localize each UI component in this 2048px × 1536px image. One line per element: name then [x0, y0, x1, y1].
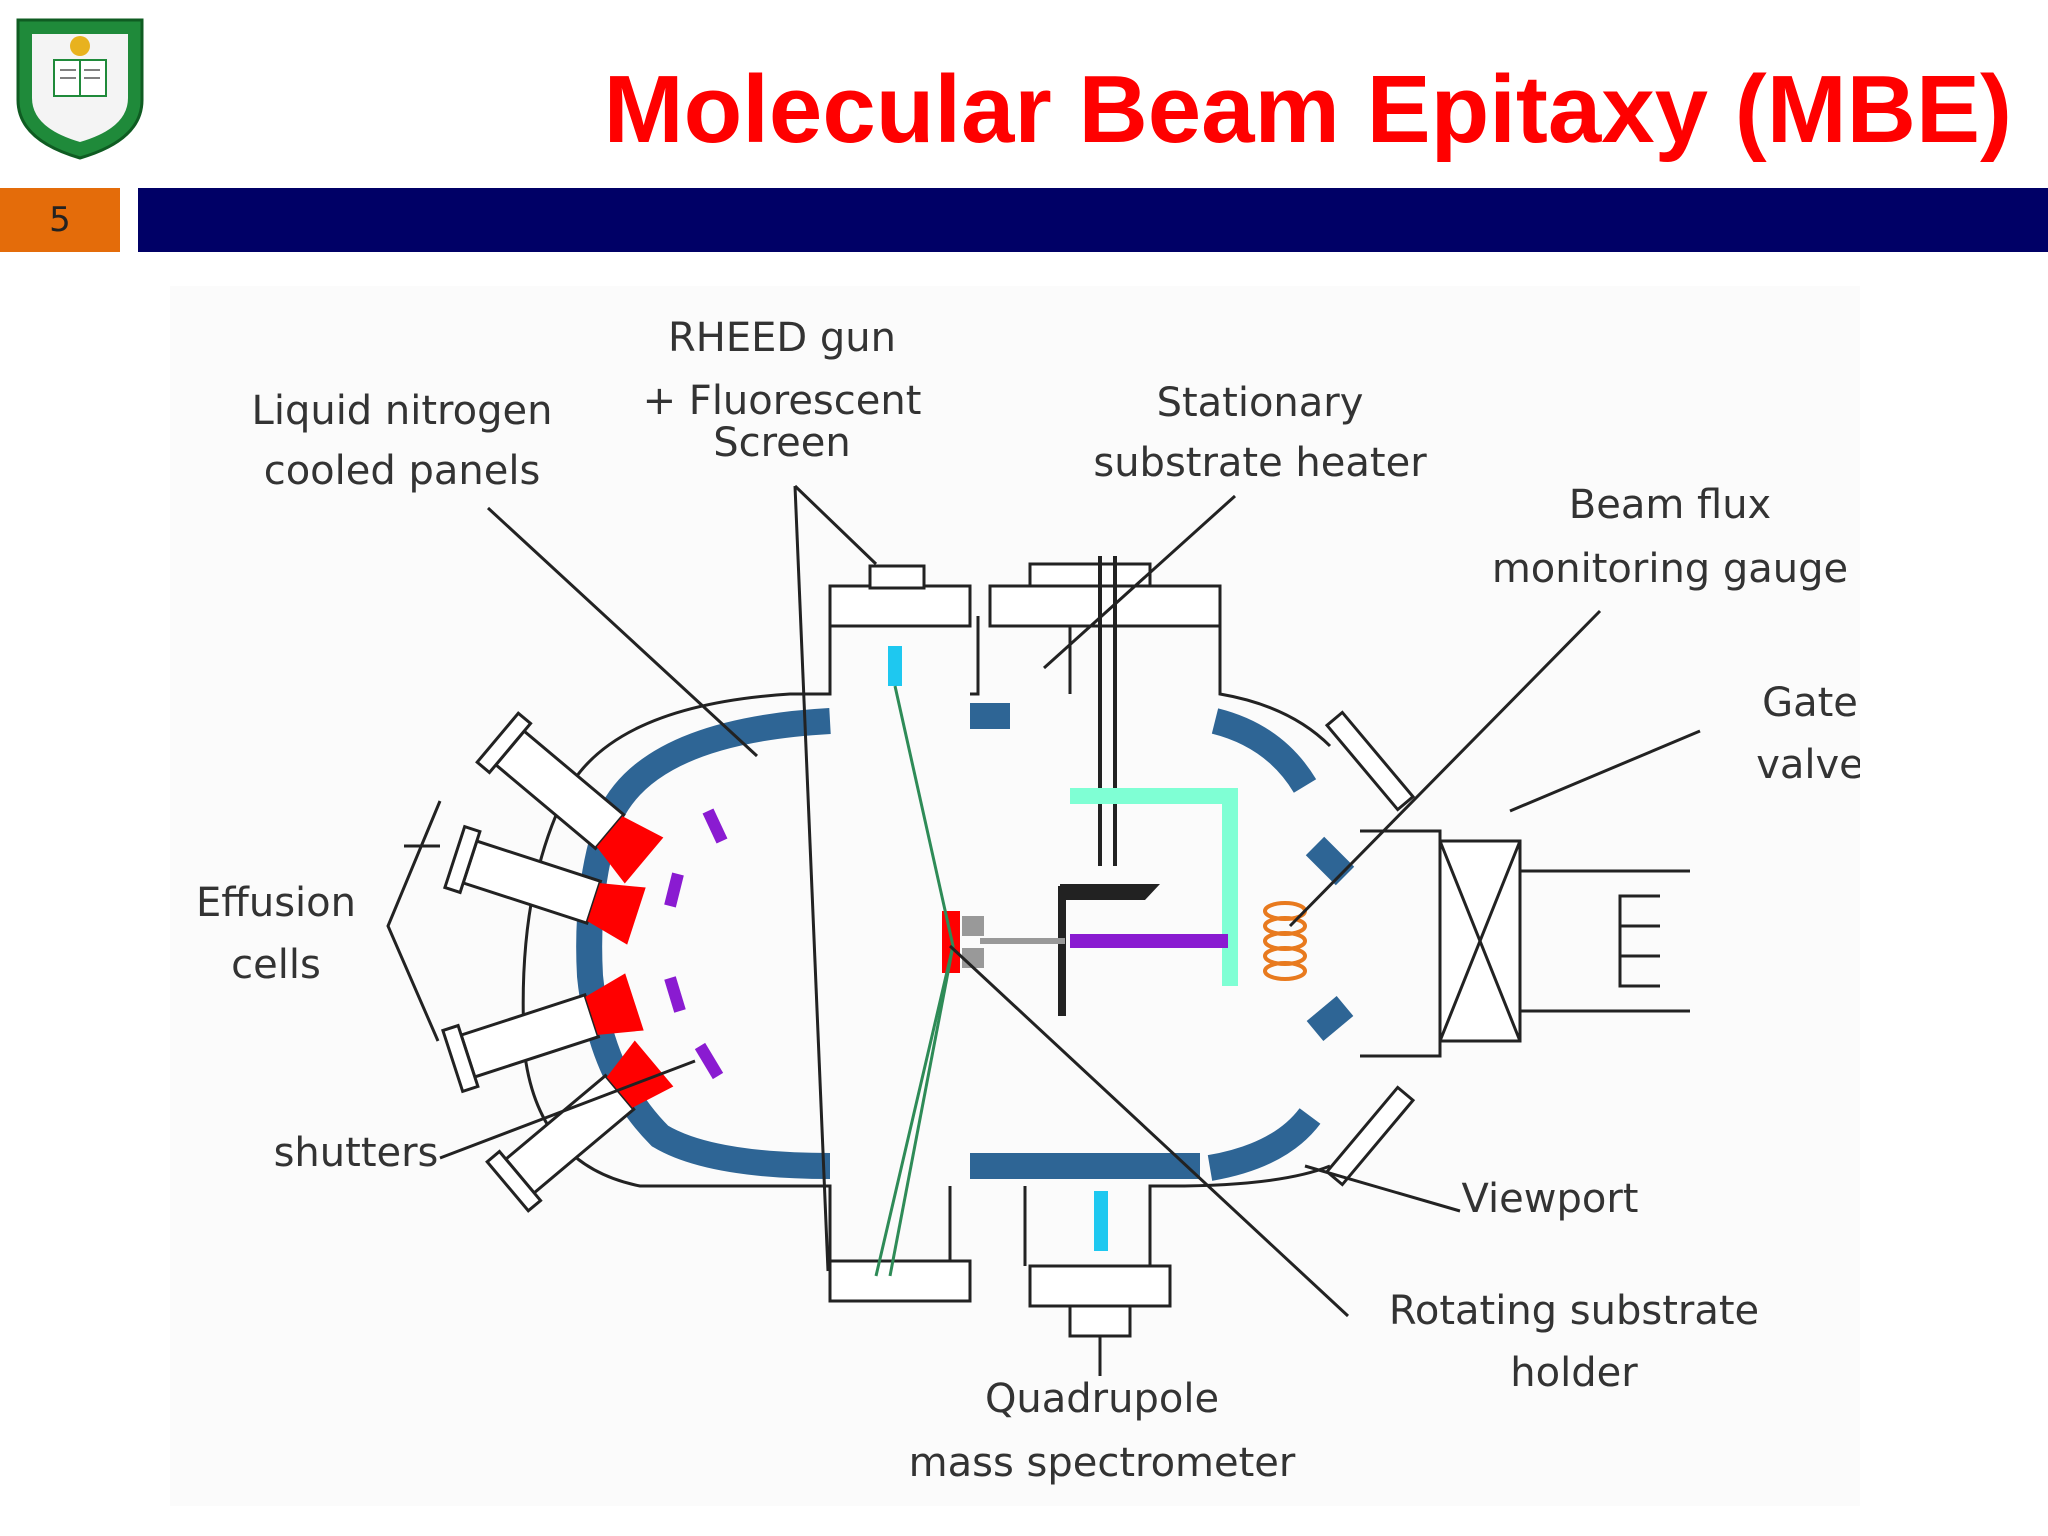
mbe-diagram: RHEED gun + Fluorescent Screen Liquid ni… — [170, 286, 1860, 1506]
slide-number: 5 — [0, 188, 120, 252]
top-ports — [828, 562, 1222, 628]
label-gate-2: valve — [1756, 742, 1860, 788]
slide-title: Molecular Beam Epitaxy (MBE) — [603, 56, 2012, 163]
label-effusion-1: Effusion — [196, 880, 356, 926]
label-viewport: Viewport — [1462, 1176, 1639, 1222]
flux-gauge-coil — [1263, 901, 1307, 981]
label-rotating-1: Rotating substrate — [1389, 1288, 1759, 1334]
title-bar — [138, 188, 2048, 252]
cryo-panels — [576, 703, 1355, 1181]
label-qms-2: mass spectrometer — [909, 1440, 1296, 1486]
substrate-holder — [942, 884, 1228, 1016]
label-effusion-2: cells — [231, 942, 321, 988]
effusion-cells — [441, 711, 674, 1213]
shutters — [664, 808, 728, 1080]
label-shutters: shutters — [274, 1130, 439, 1176]
rheed-beam — [874, 685, 955, 1277]
viewports — [1324, 710, 1416, 1187]
qms-probe — [1094, 1191, 1108, 1251]
gate-valve — [1438, 839, 1690, 1043]
label-ln2-2: cooled panels — [264, 448, 541, 494]
label-rheed-2: + Fluorescent — [643, 378, 922, 424]
label-flux-2: monitoring gauge — [1492, 546, 1848, 592]
label-flux-1: Beam flux — [1569, 482, 1771, 528]
label-rotating-2: holder — [1510, 1350, 1638, 1396]
label-gate-1: Gate — [1762, 680, 1858, 726]
rheed-gun-tip — [888, 646, 902, 686]
label-heater-2: substrate heater — [1093, 440, 1427, 486]
university-crest-icon — [16, 18, 144, 160]
label-ln2-1: Liquid nitrogen — [252, 388, 553, 434]
label-rheed-3: Screen — [713, 420, 851, 466]
label-rheed-1: RHEED gun — [668, 315, 896, 361]
label-qms-1: Quadrupole — [985, 1376, 1219, 1422]
substrate-heater — [1070, 788, 1238, 986]
leader-lines — [386, 484, 1701, 1376]
bottom-ports — [828, 1259, 1172, 1338]
mbe-chamber-schematic: RHEED gun + Fluorescent Screen Liquid ni… — [196, 315, 1860, 1486]
label-heater-1: Stationary — [1157, 380, 1364, 426]
heater-shaft — [1098, 556, 1117, 866]
